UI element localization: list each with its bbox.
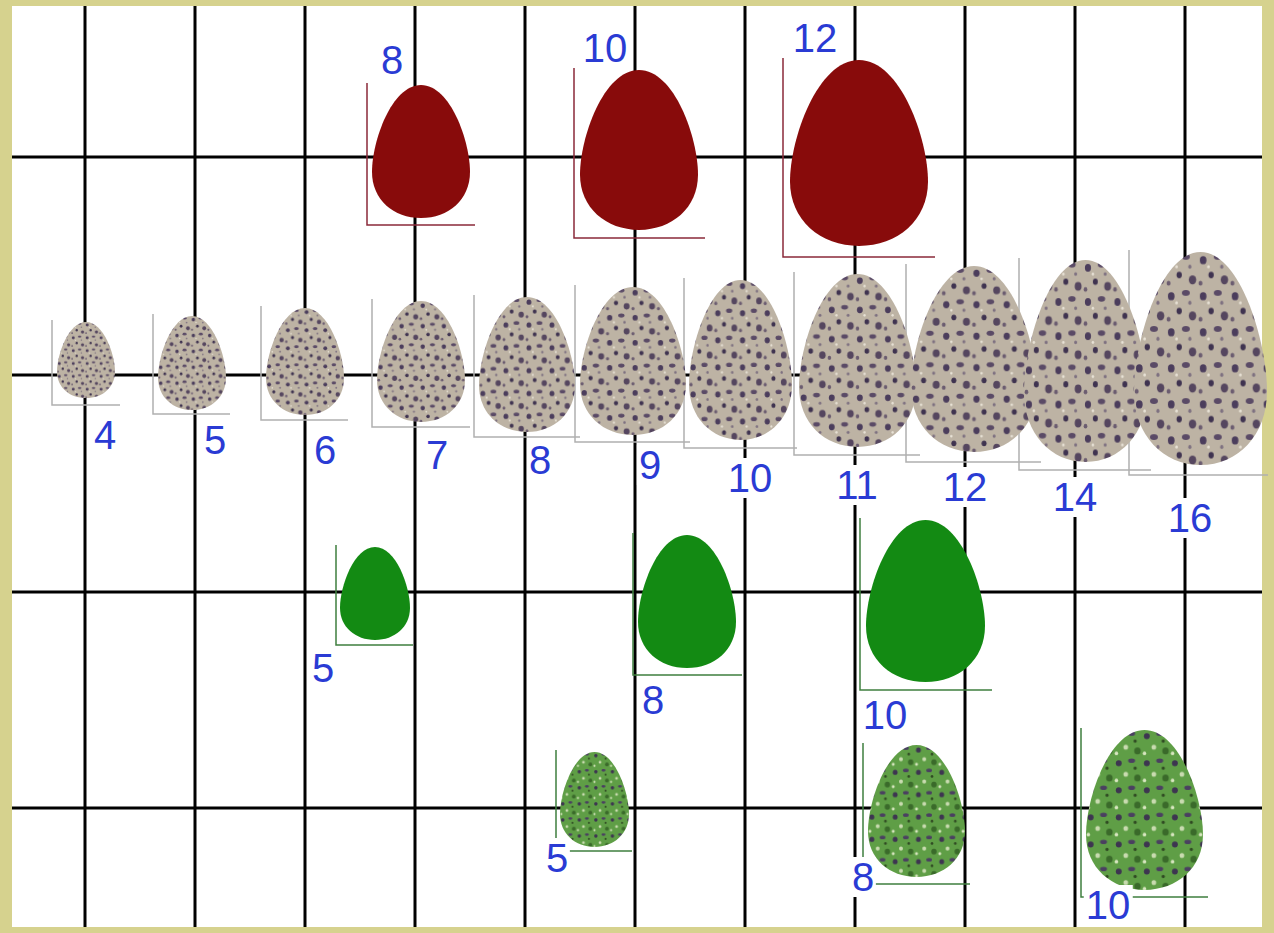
egg-size-number: 4 [92,415,118,455]
egg-size-number: 10 [581,28,630,68]
egg-size-number: 14 [1051,477,1100,517]
egg-size-number: 10 [1084,885,1133,925]
egg-size-number: 16 [1166,498,1215,538]
egg-size-number: 9 [637,445,663,485]
egg-size-number: 12 [941,467,990,507]
egg-size-number: 5 [544,838,570,878]
egg-size-number: 8 [850,857,876,897]
egg-size-number: 7 [424,435,450,475]
egg-size-number: 5 [202,420,228,460]
egg-size-number: 12 [791,18,840,58]
egg-size-number: 8 [640,680,666,720]
egg-size-number: 8 [379,40,405,80]
egg-size-number: 11 [834,465,880,505]
egg-size-number: 5 [310,648,336,688]
egg-size-number: 10 [861,695,910,735]
egg-size-number: 8 [527,440,553,480]
egg-size-number: 6 [312,430,338,470]
egg-size-number: 10 [726,458,775,498]
